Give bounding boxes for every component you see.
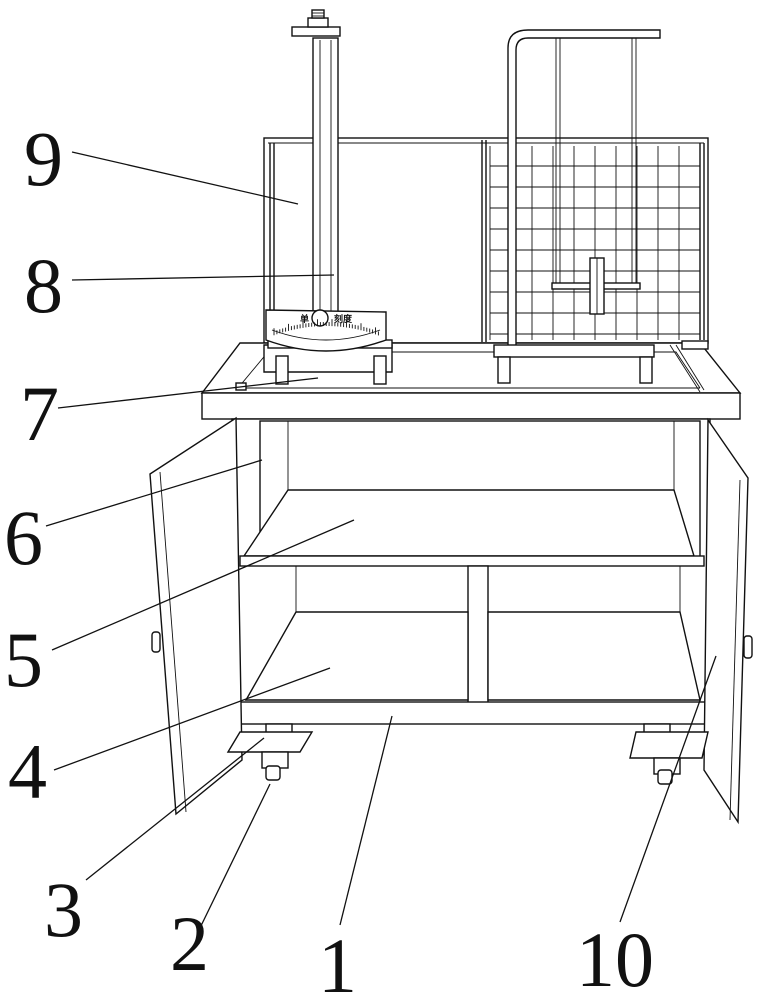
gauge-left-mark: 单	[300, 313, 309, 325]
label-6: 6	[4, 494, 43, 581]
label-3: 3	[44, 866, 83, 953]
label-8: 8	[24, 242, 63, 329]
label-5: 5	[4, 616, 43, 703]
wheel-assembly-left	[228, 724, 312, 780]
label-9: 9	[24, 115, 63, 202]
label-4: 4	[8, 728, 47, 815]
right-door[interactable]	[704, 420, 752, 822]
left-door[interactable]	[150, 418, 242, 814]
label-2: 2	[170, 900, 209, 987]
wheel-assembly-right	[630, 724, 708, 784]
label-10: 10	[576, 916, 654, 1000]
middle-shelf	[240, 490, 704, 566]
label-7: 7	[20, 370, 59, 457]
label-1: 1	[318, 922, 357, 1000]
